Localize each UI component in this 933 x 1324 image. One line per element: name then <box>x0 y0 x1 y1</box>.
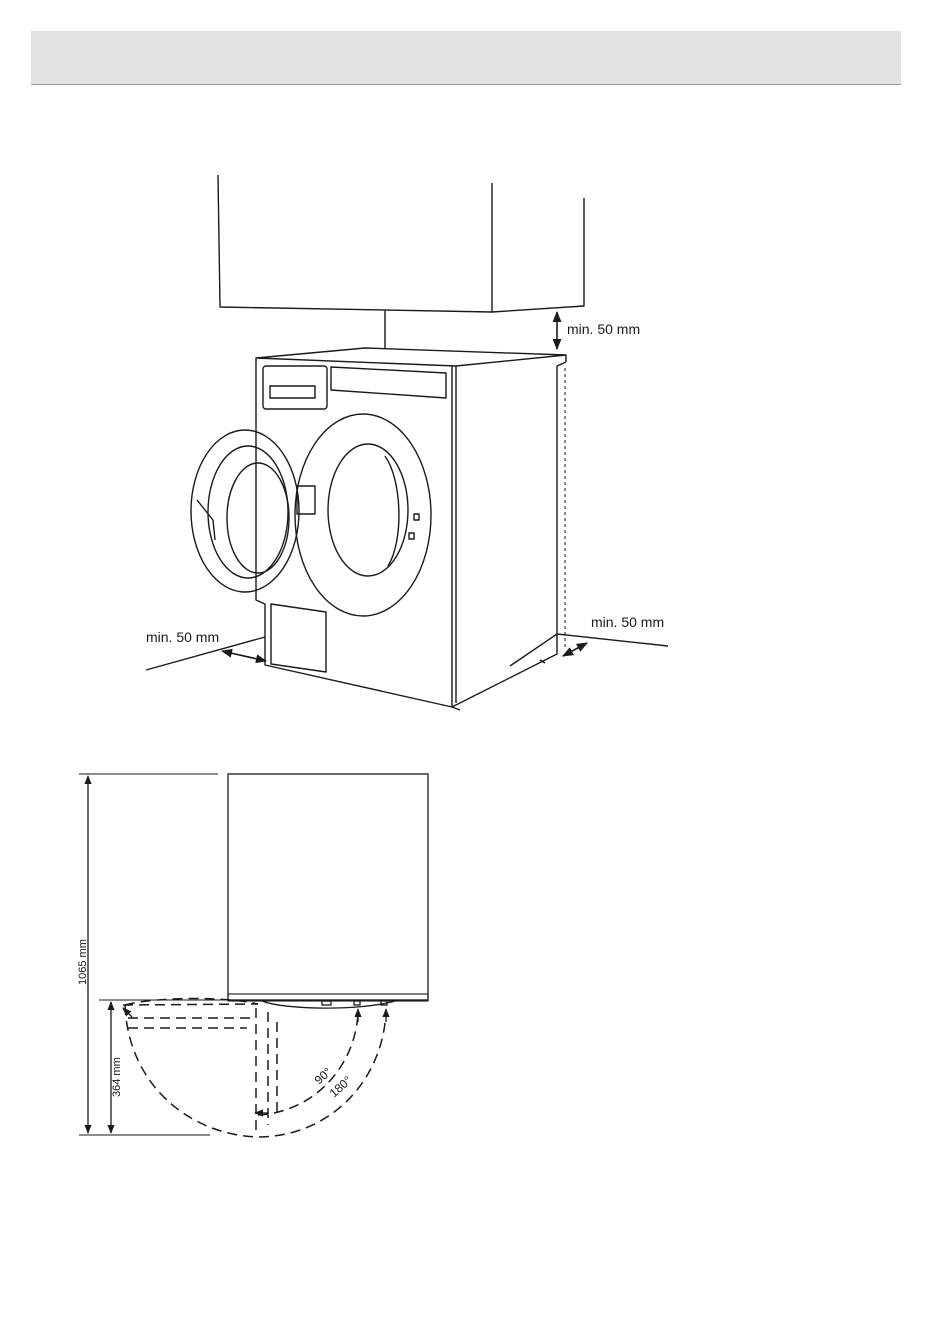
angle-90-label: 90° <box>312 1065 335 1088</box>
top-clearance-label: min. 50 mm <box>567 321 640 337</box>
plan-diagram <box>79 774 428 1137</box>
washing-machine <box>191 348 566 710</box>
left-clearance-arrow <box>222 651 266 661</box>
isometric-diagram <box>146 175 668 710</box>
right-clearance-label: min. 50 mm <box>591 614 664 630</box>
depth-dimension-label: 364 mm <box>111 1057 123 1097</box>
right-clearance-arrow <box>563 643 587 656</box>
overhead-cabinet <box>218 175 584 348</box>
height-dimension-label: 1065 mm <box>77 939 89 985</box>
left-clearance-label: min. 50 mm <box>146 629 219 645</box>
